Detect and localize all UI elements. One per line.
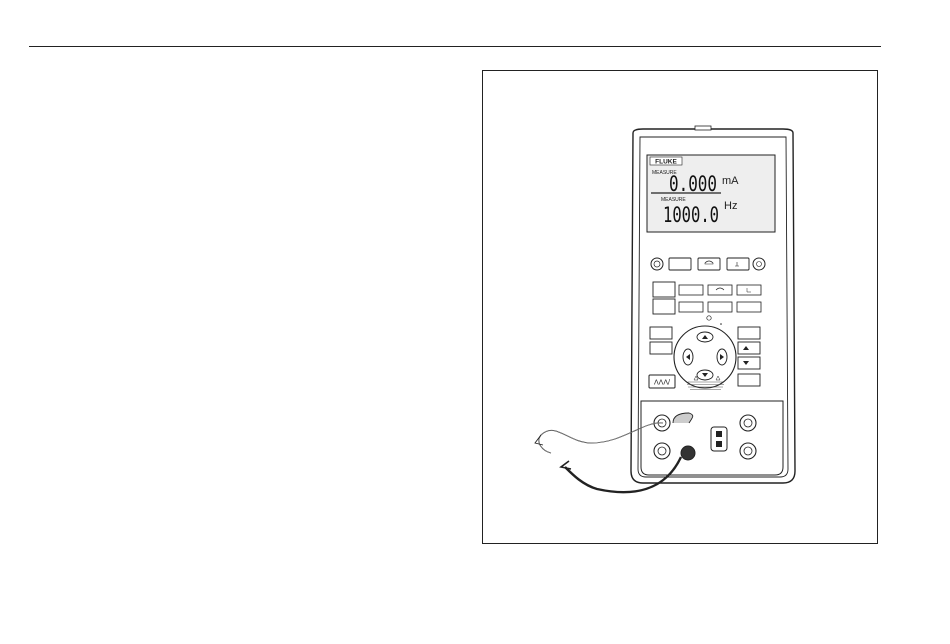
backlight-button[interactable] [753,258,765,270]
lead-end-black [561,461,571,469]
mid-key-3[interactable] [737,285,761,295]
lcd-display: FLUKE MEASURE 0.000 mA MEASURE 1000.0 Hz [647,155,775,232]
function-key-1[interactable] [669,258,691,270]
indicator-dot [720,323,722,325]
step-up-key[interactable] [738,342,760,354]
mid-key-6[interactable] [737,302,761,312]
right-key-4[interactable] [738,374,760,386]
terminal-panel [641,401,783,475]
figure-frame: FLUKE MEASURE 0.000 mA MEASURE 1000.0 Hz [482,70,878,544]
left-key-2[interactable] [650,342,672,354]
display-line1-unit: mA [722,175,739,187]
header-rule [29,46,881,47]
side-key-2[interactable] [653,299,675,314]
calibrator-illustration: FLUKE MEASURE 0.000 mA MEASURE 1000.0 Hz [483,71,879,545]
thermocouple-socket[interactable] [711,427,727,451]
mid-key-2[interactable] [708,285,732,295]
display-line1-value: 0.000 [669,172,717,196]
display-line2-unit: Hz [724,200,737,212]
navigation-pad [674,326,736,388]
step-down-key[interactable] [738,357,760,369]
mid-key-1[interactable] [679,285,703,295]
mid-key-4[interactable] [679,302,703,312]
right-key-1[interactable] [738,327,760,339]
function-key-3[interactable] [727,258,749,270]
power-button[interactable] [651,258,663,270]
mid-key-5[interactable] [708,302,732,312]
side-key-1[interactable] [653,282,675,297]
left-key-1[interactable] [650,327,672,339]
brand-logo: FLUKE [655,159,677,166]
mode-key-label: ΛΛΛ/ [654,380,670,387]
probe-plug-black [681,446,695,460]
display-line2-value: 1000.0 [663,203,719,227]
